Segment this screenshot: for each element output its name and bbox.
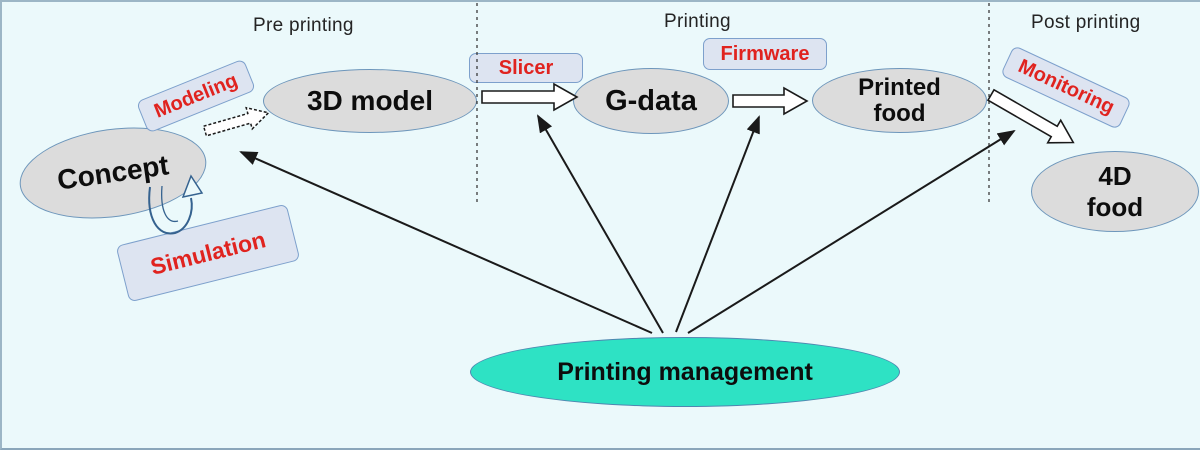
node-g-data: G-data xyxy=(573,68,729,134)
section-label-post-printing: Post printing xyxy=(1031,12,1141,33)
node-3d-model: 3D model xyxy=(263,69,477,133)
label-slicer: Slicer xyxy=(469,53,583,83)
node-printed-food: Printed food xyxy=(812,68,987,133)
node-4d-food: 4D food xyxy=(1031,151,1199,232)
section-label-pre-printing: Pre printing xyxy=(253,15,354,36)
section-label-printing: Printing xyxy=(664,11,731,32)
node-printing-management: Printing management xyxy=(470,337,900,407)
label-firmware: Firmware xyxy=(703,38,827,70)
